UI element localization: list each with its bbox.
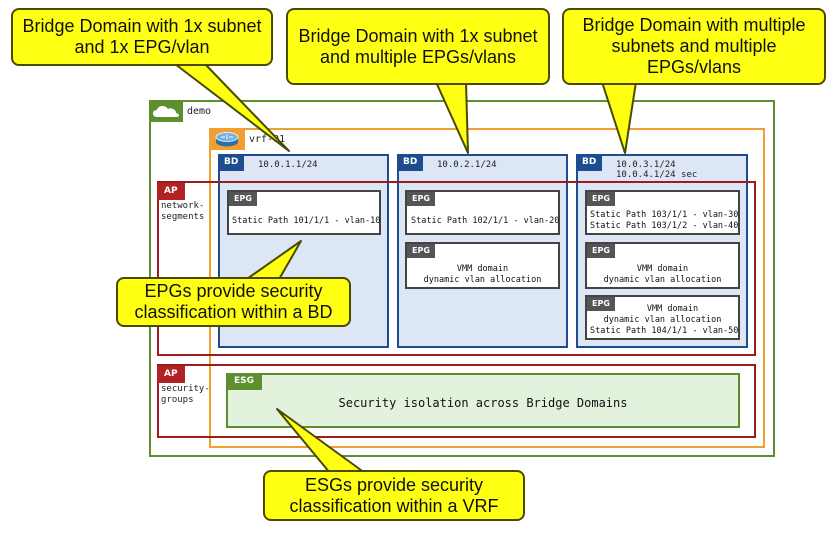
bd-subnet: 10.0.1.1/24 (258, 160, 318, 170)
ap-name-line1: security- (161, 384, 210, 394)
ap-name-line1: network- (161, 201, 205, 211)
epg-box: EPG VMM domain dynamic vlan allocation S… (585, 295, 740, 340)
epg-tag: EPG (407, 244, 435, 258)
epg-box: EPG Static Path 103/1/1 - vlan-30 Static… (585, 190, 740, 235)
bd-tag: BD (397, 154, 424, 171)
epg-box: EPG VMM domain dynamic vlan allocation (585, 242, 740, 289)
epg-text: Static Path 103/1/2 - vlan-40 (590, 221, 739, 231)
ap-network-segments (157, 181, 756, 356)
epg-text: Static Path 102/1/1 - vlan-20 (411, 216, 560, 226)
epg-text: dynamic vlan allocation (423, 275, 542, 285)
callout-bd-multi: Bridge Domain with multiple subnets and … (562, 8, 826, 85)
tenant-tag (149, 100, 183, 122)
callout-pointer-esg-security (276, 408, 366, 474)
cloud-icon (153, 106, 179, 117)
epg-text: VMM domain (646, 304, 699, 314)
callout-pointer-epg-security (243, 240, 302, 282)
epg-text: VMM domain (456, 264, 509, 274)
epg-box: EPG VMM domain dynamic vlan allocation (405, 242, 560, 289)
callout-pointer-bd-multi (601, 81, 637, 154)
epg-tag: EPG (229, 192, 257, 206)
ap-name-line2: segments (161, 212, 205, 222)
bd-subnets: 10.0.3.1/24 10.0.4.1/24 sec (616, 160, 698, 180)
epg-tag: EPG (587, 297, 615, 311)
callout-bd-single-multi-epg: Bridge Domain with 1x subnet and multipl… (286, 8, 550, 85)
callout-bd-single: Bridge Domain with 1x subnet and 1x EPG/… (11, 8, 273, 66)
callout-epg-security: EPGs provide security classification wit… (116, 277, 351, 327)
vrf-name: vrf-01 (249, 134, 286, 145)
epg-text: Static Path 101/1/1 - vlan-10 (232, 216, 381, 226)
tenant-name: demo (187, 106, 212, 117)
epg-text: dynamic vlan allocation (603, 315, 722, 325)
epg-tag: EPG (587, 244, 615, 258)
esg-text: Security isolation across Bridge Domains (338, 396, 628, 410)
router-icon (215, 132, 239, 147)
ap-tag: AP (157, 366, 185, 383)
epg-tag: EPG (407, 192, 435, 206)
esg-box (226, 373, 740, 428)
bd-tag: BD (576, 154, 603, 171)
esg-tag: ESG (226, 373, 263, 390)
epg-text: Static Path 104/1/1 - vlan-50 (590, 326, 739, 336)
callout-pointer-bd-single-multi-epg (435, 81, 469, 154)
epg-tag: EPG (587, 192, 615, 206)
bd-tag: BD (218, 154, 245, 171)
callout-pointer-bd-single (174, 63, 290, 152)
callout-esg-security: ESGs provide security classification wit… (263, 470, 525, 521)
ap-tag: AP (157, 183, 185, 200)
epg-box: EPG Static Path 102/1/1 - vlan-20 (405, 190, 560, 235)
epg-text: VMM domain (636, 264, 689, 274)
epg-text: Static Path 103/1/1 - vlan-30 (590, 210, 739, 220)
ap-name-line2: groups (161, 395, 194, 405)
epg-text: dynamic vlan allocation (603, 275, 722, 285)
vrf-tag (209, 128, 245, 150)
epg-box: EPG Static Path 101/1/1 - vlan-10 (227, 190, 381, 235)
ap-security-groups (157, 364, 756, 438)
bd-subnet: 10.0.2.1/24 (437, 160, 497, 170)
